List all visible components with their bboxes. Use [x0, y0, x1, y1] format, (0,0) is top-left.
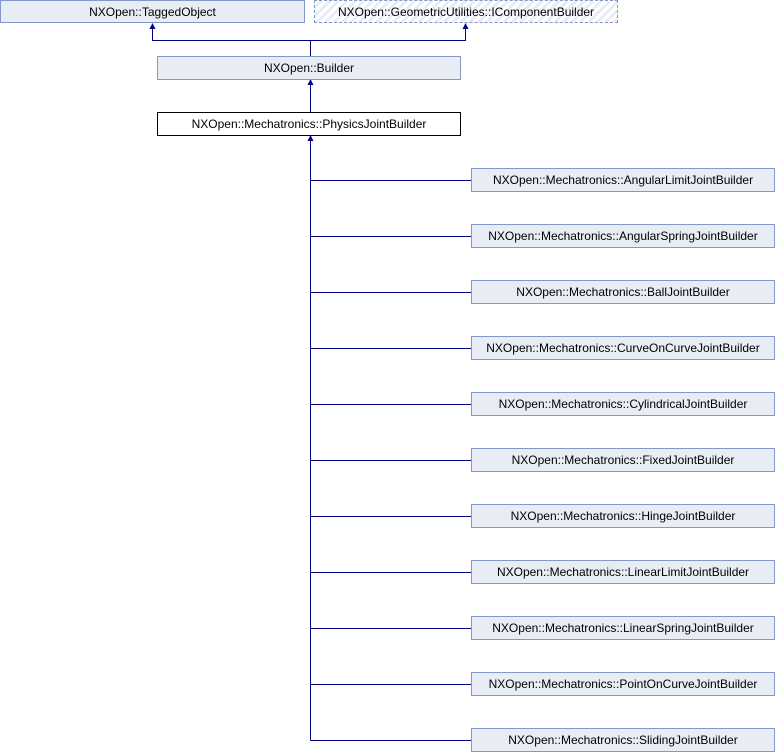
- arrowhead-physics: [307, 135, 314, 141]
- class-child-box[interactable]: NXOpen::Mechatronics::AngularSpringJoint…: [471, 224, 775, 248]
- class-child-box[interactable]: NXOpen::Mechatronics::AngularLimitJointB…: [471, 168, 775, 192]
- class-child-box[interactable]: NXOpen::Mechatronics::CylindricalJointBu…: [471, 392, 775, 416]
- class-icomponent-builder[interactable]: NXOpen::GeometricUtilities::IComponentBu…: [314, 0, 618, 23]
- class-child-box[interactable]: NXOpen::Mechatronics::CurveOnCurveJointB…: [471, 336, 775, 360]
- class-child-box[interactable]: NXOpen::Mechatronics::SlidingJointBuilde…: [471, 728, 775, 752]
- arrowhead-icomponent: [462, 23, 469, 29]
- class-child-box[interactable]: NXOpen::Mechatronics::BallJointBuilder: [471, 280, 775, 304]
- class-child-box[interactable]: NXOpen::Mechatronics::FixedJointBuilder: [471, 448, 775, 472]
- class-child-box[interactable]: NXOpen::Mechatronics::LinearSpringJointB…: [471, 616, 775, 640]
- edge-builder-to-parents: [152, 28, 466, 56]
- class-child-box[interactable]: NXOpen::Mechatronics::LinearLimitJointBu…: [471, 560, 775, 584]
- arrowhead-builder: [307, 79, 314, 85]
- class-physics-joint-builder: NXOpen::Mechatronics::PhysicsJointBuilde…: [157, 112, 461, 136]
- class-tagged-object[interactable]: NXOpen::TaggedObject: [0, 0, 305, 23]
- class-builder[interactable]: NXOpen::Builder: [157, 56, 461, 80]
- class-child-box[interactable]: NXOpen::Mechatronics::PointOnCurveJointB…: [471, 672, 775, 696]
- arrowhead-tagged-object: [149, 23, 156, 29]
- class-child-box[interactable]: NXOpen::Mechatronics::HingeJointBuilder: [471, 504, 775, 528]
